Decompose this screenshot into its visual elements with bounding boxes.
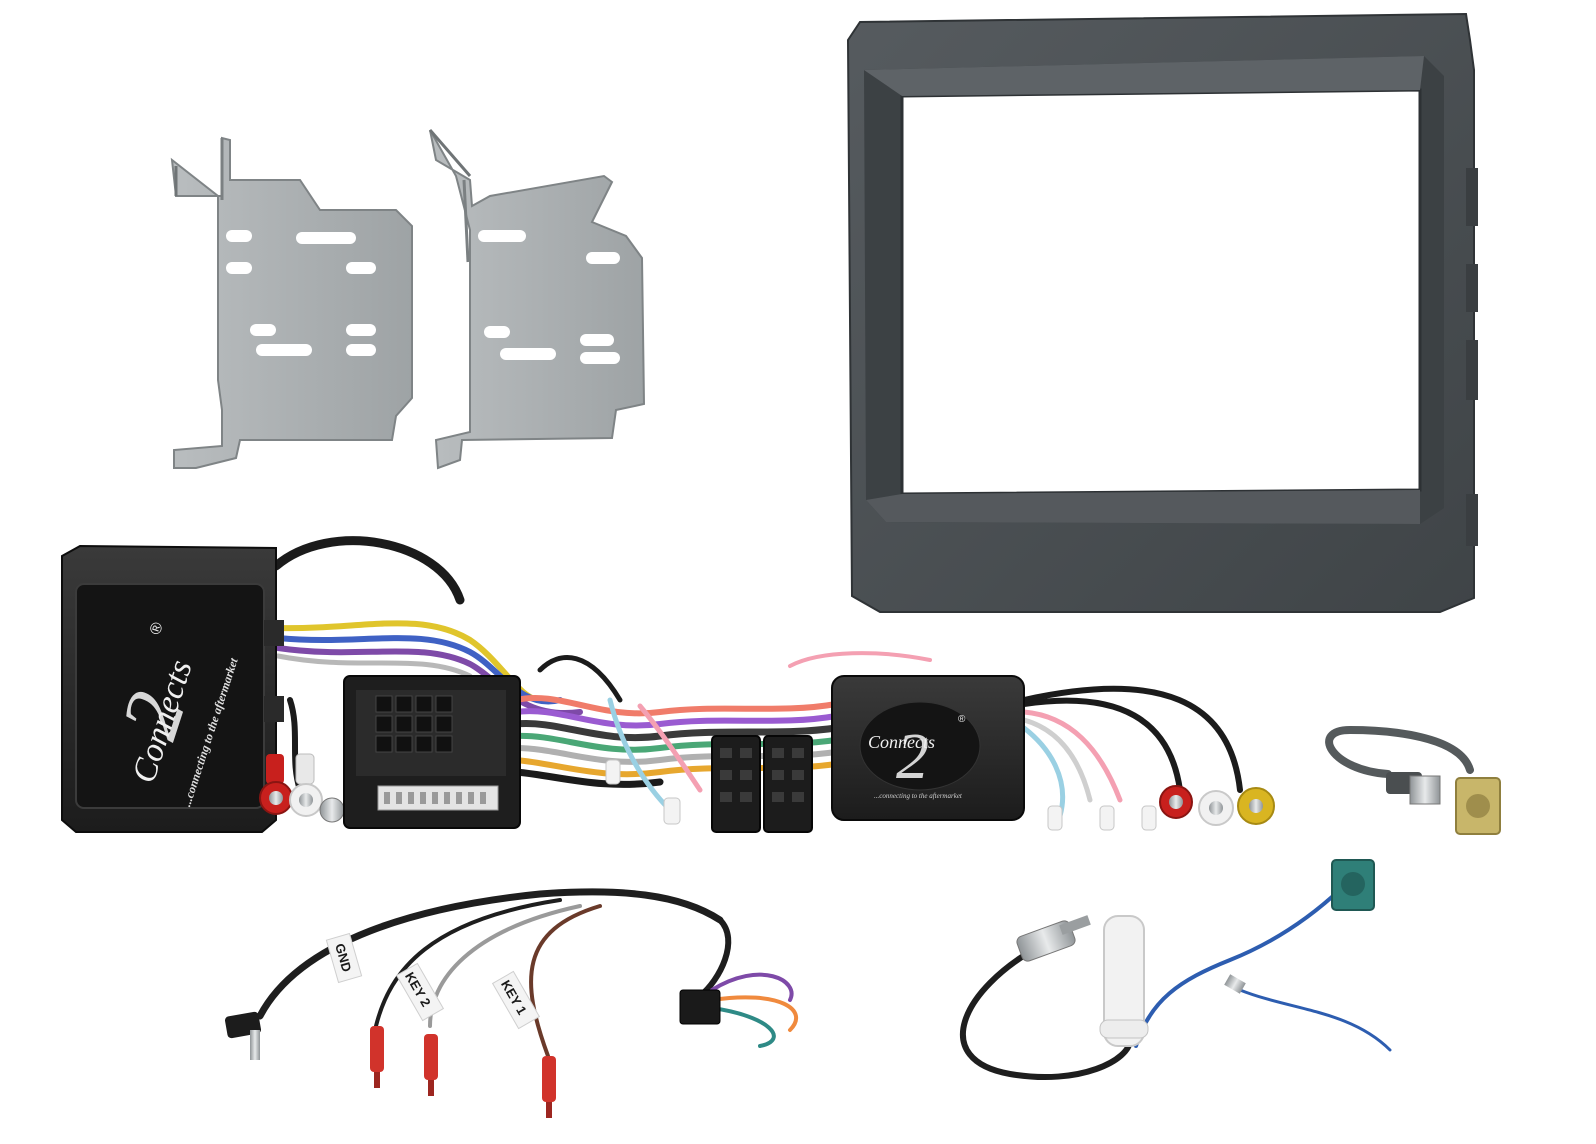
antenna-amplifier-sleeve	[1099, 915, 1149, 1047]
left-mounting-bracket	[170, 136, 413, 469]
jack-plug-icon	[224, 1011, 262, 1060]
key-cable-connector	[679, 989, 721, 1025]
loose-terminals	[605, 759, 1157, 831]
central-interface-box: 2 Connects ® ...connecting to the afterm…	[831, 675, 1025, 821]
iso-connectors	[711, 735, 813, 833]
usb-fakra-cable	[1325, 725, 1501, 835]
center-slogan: ...connecting to the aftermarket	[874, 792, 963, 800]
antenna-adapter-cable	[960, 878, 1392, 1081]
steering-interface-module: 2 Connects ® ...connecting to the afterm…	[61, 544, 284, 833]
brand-registered-mark: ®	[147, 620, 167, 637]
rca-plugs-left	[259, 753, 345, 823]
right-mounting-bracket	[428, 129, 646, 470]
cable-label-tags: GND KEY 2 KEY 1	[325, 932, 541, 1030]
center-logo-word: Connects	[868, 732, 935, 752]
din-antenna-plug	[1016, 915, 1091, 962]
double-din-fascia-panel	[846, 12, 1478, 613]
fakra-connector-green	[1331, 859, 1375, 911]
center-logo-digit: 2	[896, 720, 929, 793]
spade-terminal	[1224, 974, 1246, 994]
quadlock-connector	[343, 675, 521, 829]
rca-plugs-right	[1159, 785, 1275, 826]
red-bullet-connectors	[370, 1026, 556, 1118]
center-registered-mark: ®	[958, 714, 966, 725]
